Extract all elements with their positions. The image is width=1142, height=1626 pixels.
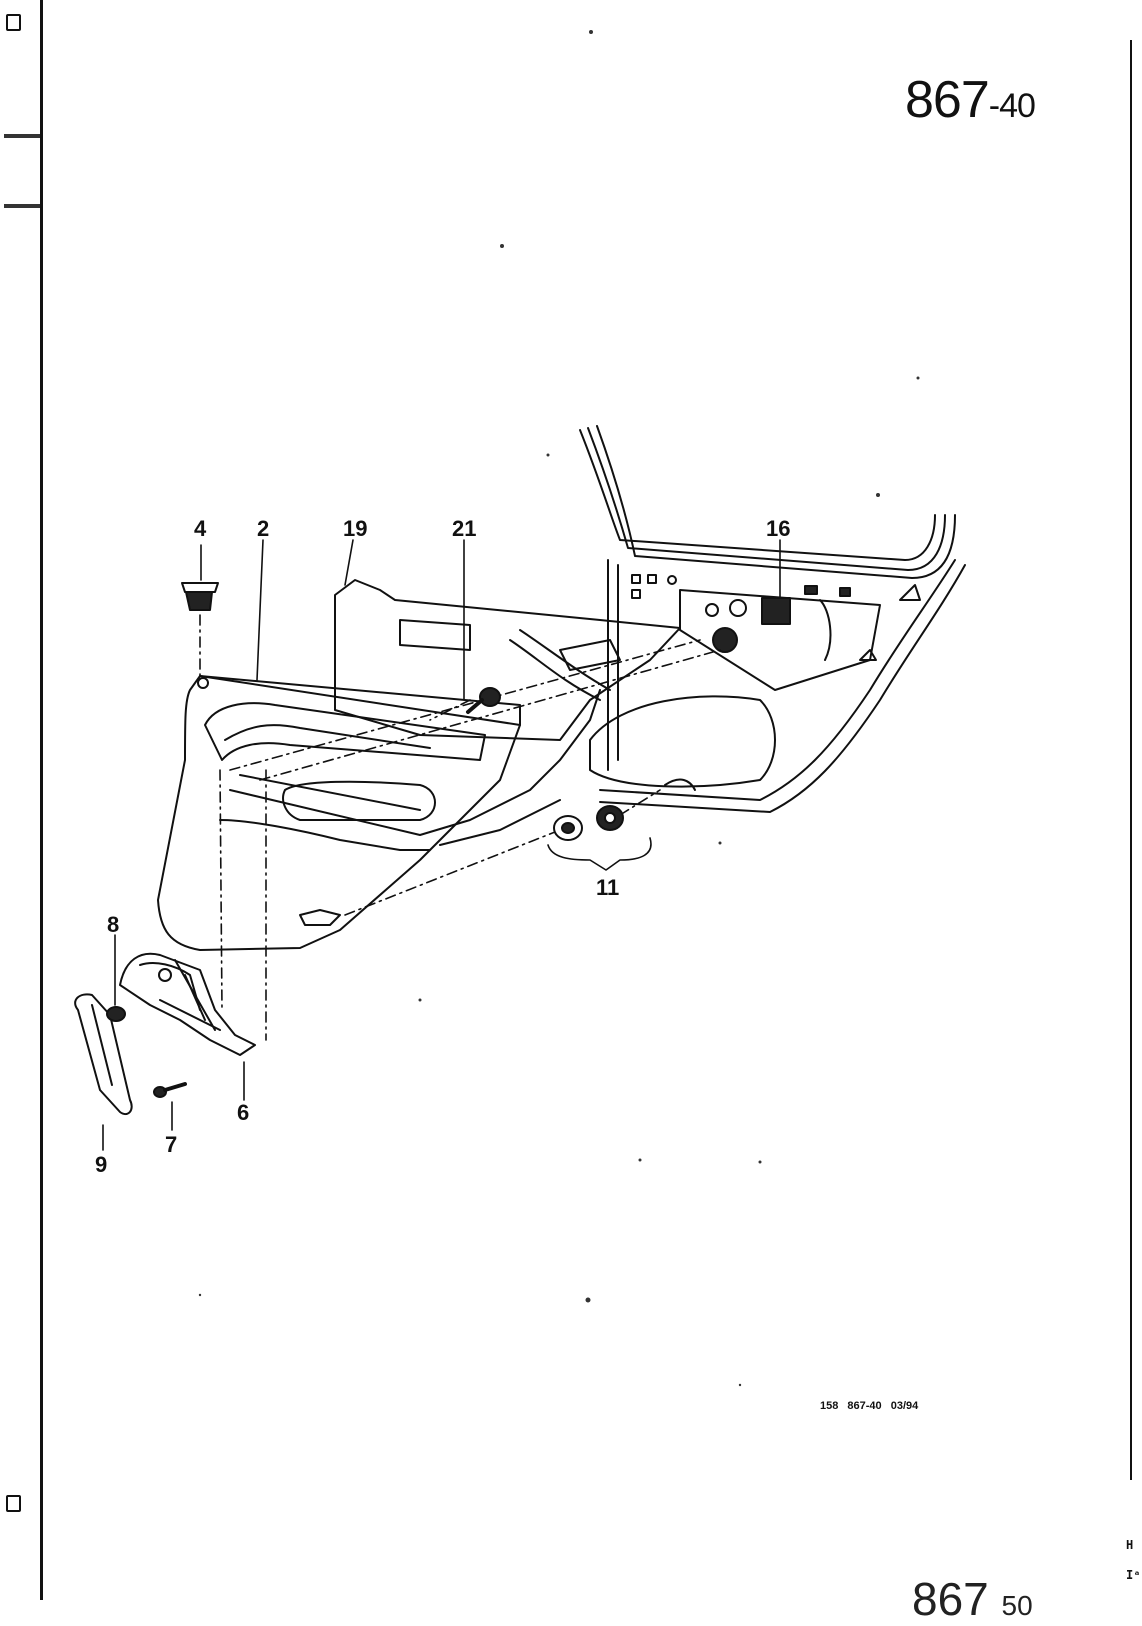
handle-part-9 bbox=[74, 993, 133, 1116]
screw-part-7 bbox=[153, 1082, 187, 1098]
figure-code: 158 867-40 03/94 bbox=[820, 1400, 919, 1412]
callout-labels: 4 2 19 21 16 11 8 9 7 6 bbox=[95, 516, 790, 1177]
callout-19: 19 bbox=[343, 516, 367, 541]
callout-9: 9 bbox=[95, 1152, 107, 1177]
plug-part-4 bbox=[181, 582, 219, 611]
leader-lines bbox=[102, 539, 781, 1151]
callout-4: 4 bbox=[194, 516, 207, 541]
trim-panel bbox=[157, 675, 601, 951]
callout-11: 11 bbox=[596, 875, 619, 900]
next-page-number: 867 50 bbox=[912, 1572, 1033, 1626]
assembly-lines bbox=[199, 614, 721, 1041]
next-page-main: 867 bbox=[912, 1573, 989, 1625]
page-number: 867-40 bbox=[905, 70, 1036, 130]
edge-mark-h: H bbox=[1126, 1538, 1134, 1552]
corner-mark-bottom bbox=[6, 1495, 21, 1512]
callout-2: 2 bbox=[257, 516, 269, 541]
bracket-part-6 bbox=[119, 952, 256, 1056]
cap-part-8 bbox=[106, 1006, 126, 1022]
edge-mark-i: Iᵃ bbox=[1126, 1568, 1141, 1582]
page-number-main: 867 bbox=[905, 71, 990, 129]
callout-16: 16 bbox=[766, 516, 790, 541]
left-tab-2 bbox=[4, 204, 40, 208]
callout-7: 7 bbox=[165, 1132, 177, 1157]
scan-specks bbox=[198, 30, 920, 1387]
next-page-sub: 50 bbox=[1001, 1590, 1033, 1621]
callout-8: 8 bbox=[107, 912, 119, 937]
right-binding-rule bbox=[1130, 40, 1132, 1480]
page-number-sub: -40 bbox=[988, 87, 1036, 125]
door-frame bbox=[579, 425, 966, 813]
clip-part-11 bbox=[553, 805, 624, 841]
corner-mark-top bbox=[6, 14, 21, 31]
left-binding-rule bbox=[40, 0, 43, 1600]
callout-21: 21 bbox=[452, 516, 476, 541]
screw-part-21 bbox=[466, 687, 501, 714]
left-tab-1 bbox=[4, 134, 40, 138]
callout-6: 6 bbox=[237, 1100, 249, 1125]
